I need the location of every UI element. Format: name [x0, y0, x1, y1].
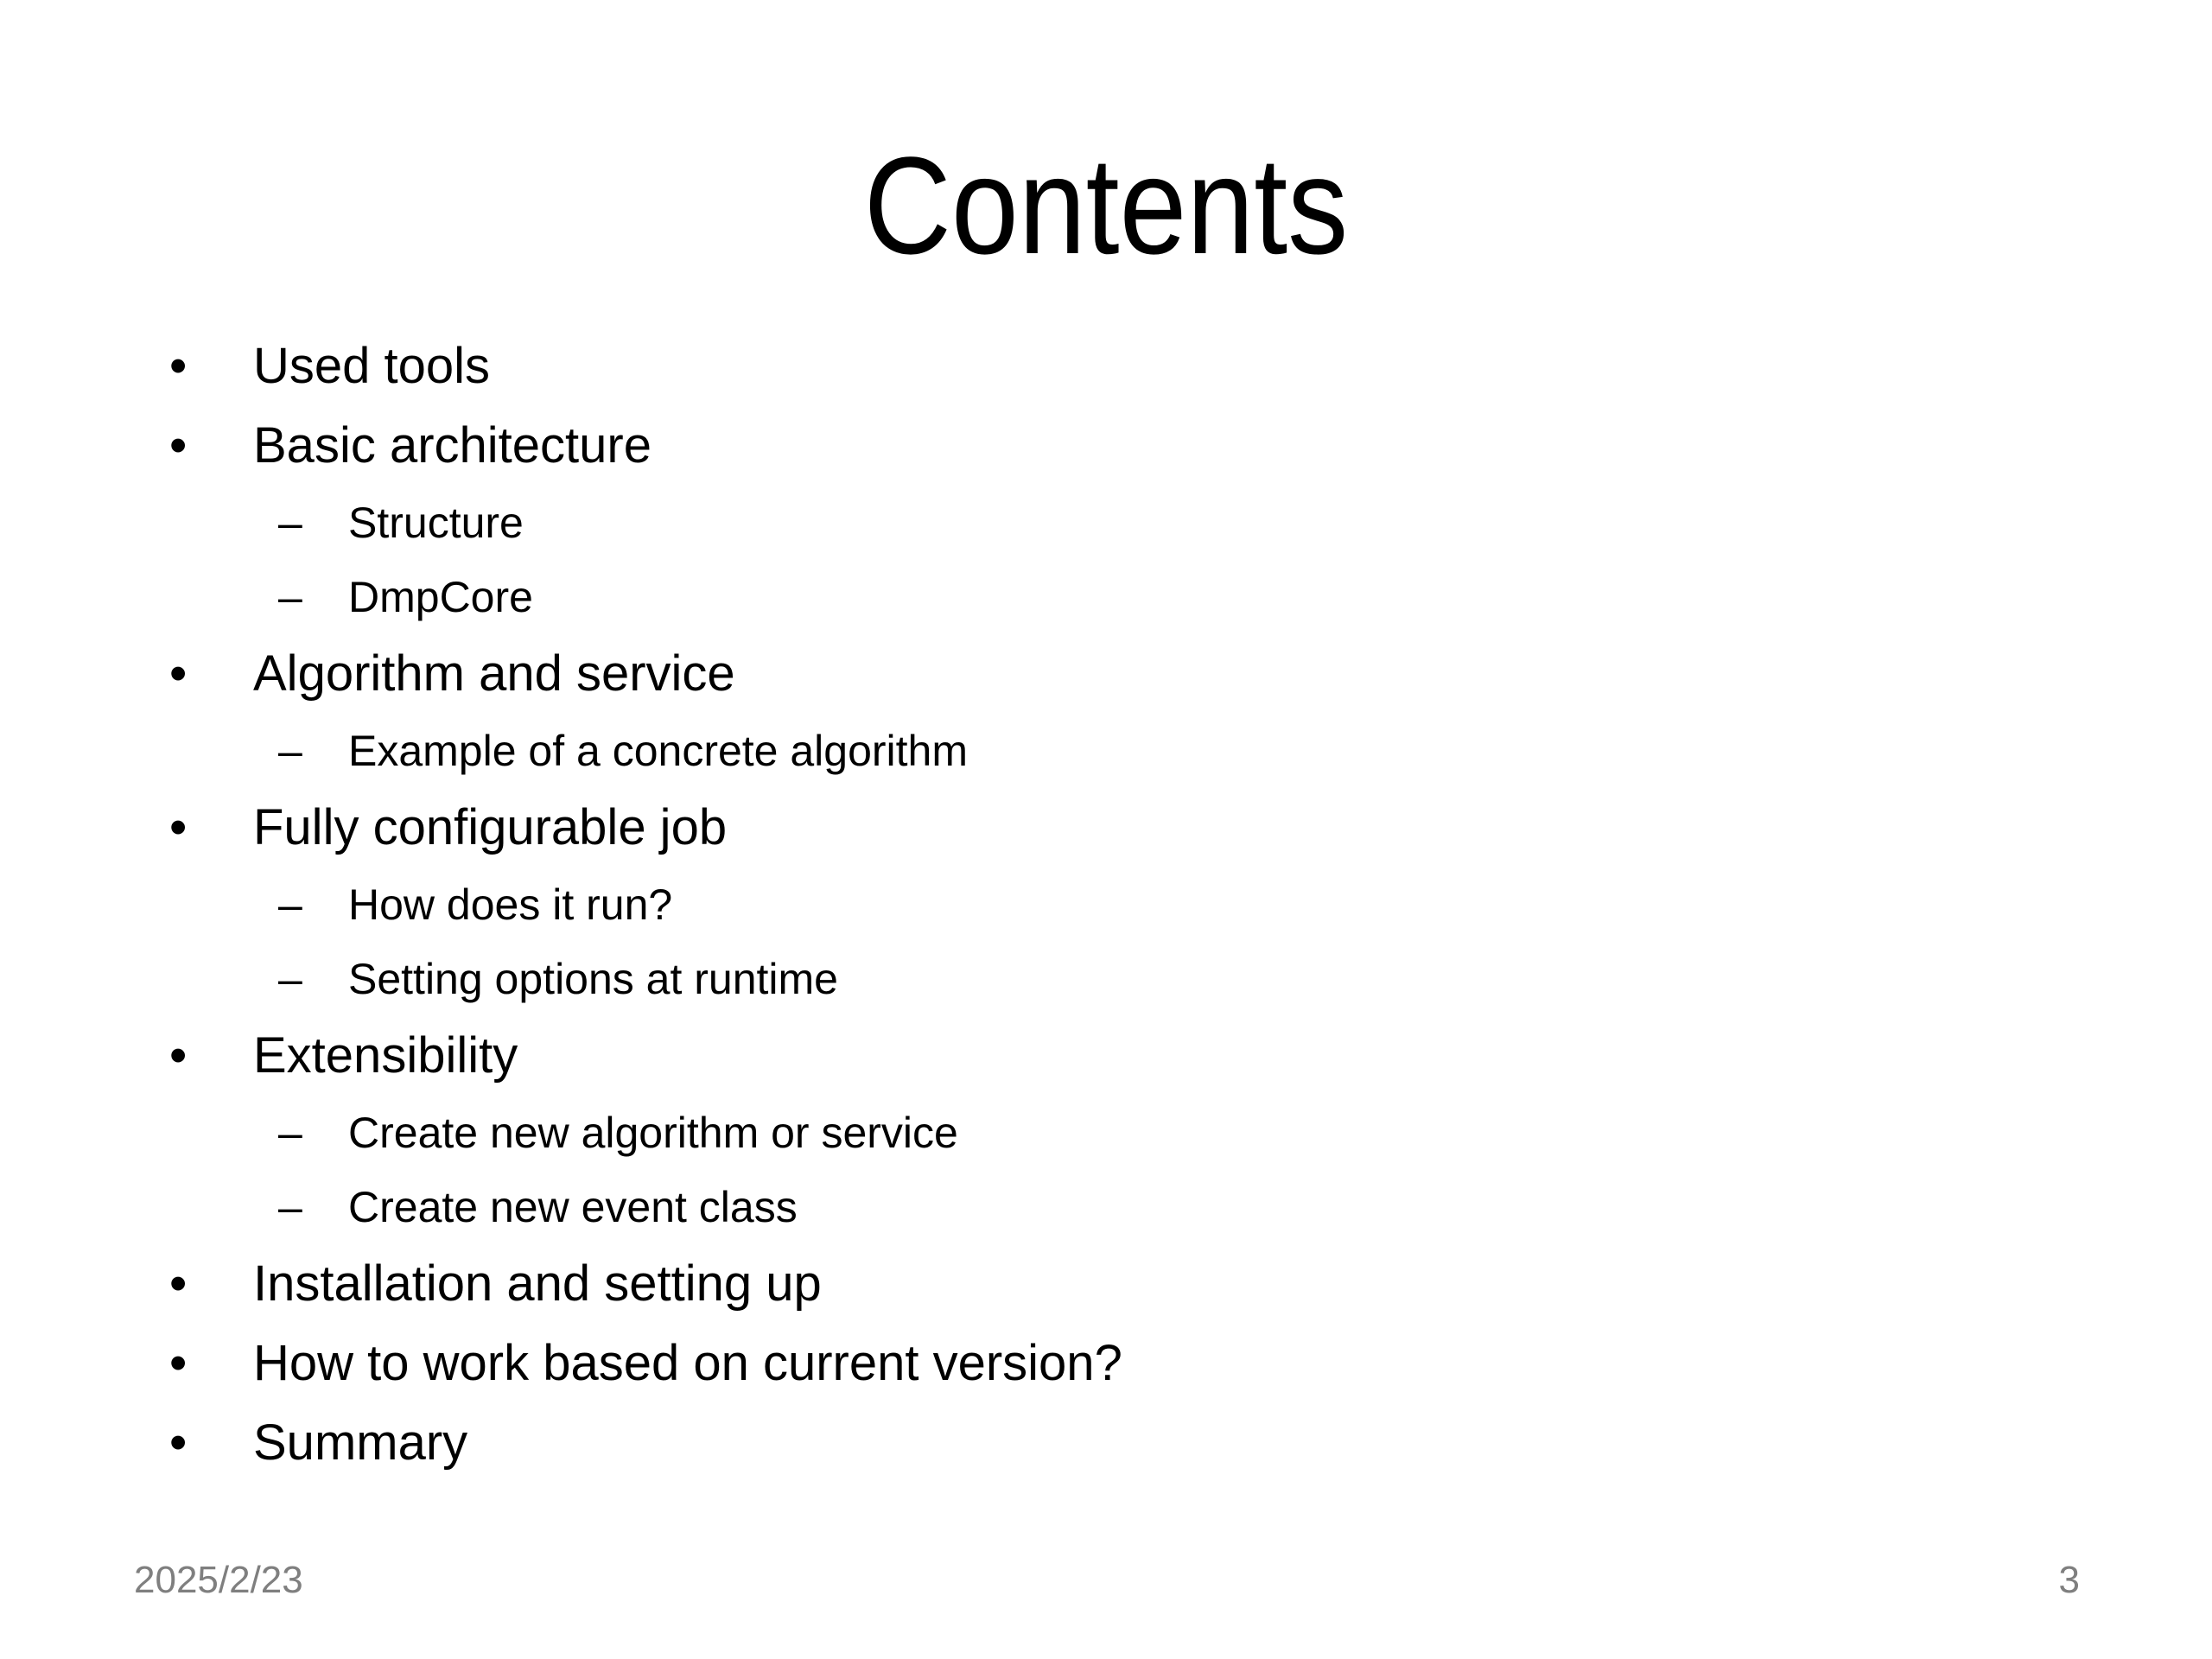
list-item-label: Create new event class: [348, 1183, 798, 1231]
bullet-icon: •: [169, 1027, 188, 1084]
dash-icon: –: [278, 1183, 302, 1231]
list-item: • Algorithm and service: [156, 634, 1122, 714]
bullet-icon: •: [169, 1335, 188, 1391]
bullet-icon: •: [169, 1255, 188, 1312]
contents-list: •Used tools•Basic architecture–Structure…: [156, 327, 1122, 1483]
list-item: –Create new event class: [156, 1170, 1122, 1244]
list-item: • Fully configurable job: [156, 788, 1122, 868]
list-item-label: DmpCore: [348, 573, 533, 621]
list-item-label: Extensibility: [253, 1027, 518, 1084]
slide-title: Contents: [863, 128, 1349, 283]
bullet-icon: •: [169, 417, 188, 474]
list-item: –How does it run?: [156, 868, 1122, 942]
list-item-label: Used tools: [253, 338, 491, 394]
list-item: • Summary: [156, 1403, 1122, 1483]
dash-icon: –: [278, 955, 302, 1003]
list-item-label: Fully configurable job: [253, 799, 728, 855]
list-item: • Extensibility: [156, 1016, 1122, 1096]
list-item-label: Example of a concrete algorithm: [348, 727, 969, 775]
bullet-icon: •: [169, 338, 188, 394]
list-item-label: Basic architecture: [253, 417, 652, 474]
list-item-label: Structure: [348, 499, 524, 547]
list-item-label: Create new algorithm or service: [348, 1109, 958, 1157]
list-item-label: Setting options at runtime: [348, 955, 838, 1003]
dash-icon: –: [278, 499, 302, 547]
dash-icon: –: [278, 1109, 302, 1157]
dash-icon: –: [278, 727, 302, 775]
bullet-icon: •: [169, 645, 188, 702]
list-item: –DmpCore: [156, 560, 1122, 634]
list-item: –Create new algorithm or service: [156, 1096, 1122, 1170]
list-item: • Basic architecture: [156, 406, 1122, 486]
list-item-label: Summary: [253, 1414, 468, 1471]
list-item: • How to work based on current version?: [156, 1324, 1122, 1403]
list-item: –Example of a concrete algorithm: [156, 714, 1122, 788]
list-item-label: How to work based on current version?: [253, 1335, 1122, 1391]
list-item-label: How does it run?: [348, 880, 673, 929]
footer-date: 2025/2/23: [134, 1559, 303, 1601]
list-item-label: Algorithm and service: [253, 645, 735, 702]
bullet-icon: •: [169, 1414, 188, 1471]
list-item: –Setting options at runtime: [156, 942, 1122, 1016]
bullet-icon: •: [169, 799, 188, 855]
page-number: 3: [2058, 1559, 2080, 1601]
dash-icon: –: [278, 573, 302, 621]
list-item: –Structure: [156, 486, 1122, 560]
list-item-label: Installation and setting up: [253, 1255, 822, 1312]
list-item: • Installation and setting up: [156, 1244, 1122, 1324]
dash-icon: –: [278, 880, 302, 929]
list-item: • Used tools: [156, 327, 1122, 406]
